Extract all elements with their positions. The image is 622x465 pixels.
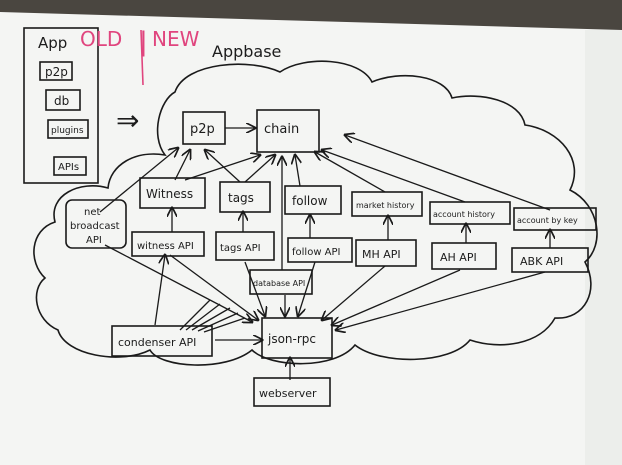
pink-divider: [140, 29, 144, 86]
node-tags-api-box: [215, 231, 275, 261]
node-condenser-api-label: condenser API: [118, 336, 196, 349]
node-net-broadcast-api-line1: net: [84, 207, 100, 218]
node-chain: chain: [256, 109, 320, 153]
node-condenser-api-box: [111, 325, 213, 357]
app-legend: App p2p db plugins APIs: [23, 27, 99, 184]
edges: [99, 128, 550, 380]
node-market-history-label: market history: [356, 201, 415, 210]
node-account-by-key-label: account by key: [517, 216, 578, 225]
node-json-rpc: json-rpc: [261, 317, 333, 359]
node-net-broadcast-api-box: [65, 199, 127, 249]
legend-db-box: [45, 89, 81, 111]
node-database-api: database API: [249, 269, 313, 295]
node-follow-box: [284, 185, 342, 215]
heading-new: NEW: [152, 27, 200, 51]
node-json-rpc-label: json-rpc: [267, 332, 316, 346]
node-ah-api: AH API: [431, 242, 497, 270]
node-p2p-label: p2p: [190, 122, 215, 137]
legend-p2p: p2p: [45, 65, 68, 79]
node-account-history-label: account history: [433, 210, 495, 219]
node-webserver-box: [253, 377, 331, 407]
legend-plugins-box: [47, 119, 89, 139]
node-mh-api-box: [355, 239, 417, 267]
node-tags-api: tags API: [215, 231, 275, 261]
node-witness: Witness: [139, 177, 206, 209]
node-net-broadcast-api: net broadcast API: [65, 199, 127, 249]
node-account-by-key: account by key: [513, 207, 597, 231]
node-follow-label: follow: [292, 194, 328, 208]
node-net-broadcast-api-line3: API: [86, 235, 102, 246]
transition-arrow: ⇒: [116, 104, 139, 137]
node-follow-api-box: [287, 237, 353, 263]
node-witness-label: Witness: [146, 187, 193, 201]
appbase-cloud: [33, 60, 598, 366]
node-condenser-api: condenser API: [111, 325, 213, 357]
legend-apis-box: [53, 156, 87, 176]
node-webserver: webserver: [253, 377, 331, 407]
node-market-history-box: [351, 191, 423, 217]
node-witness-box: [139, 177, 206, 209]
node-abk-api: ABK API: [511, 247, 589, 273]
legend-p2p-box: [39, 61, 73, 81]
node-p2p: p2p: [182, 111, 226, 145]
legend-apis: APIs: [58, 162, 79, 173]
node-chain-label: chain: [264, 122, 299, 137]
node-ah-api-box: [431, 242, 497, 270]
node-mh-api-label: MH API: [362, 248, 401, 261]
node-json-rpc-box: [261, 317, 333, 359]
node-tags-box: [219, 181, 271, 213]
node-follow-api: follow API: [287, 237, 353, 263]
node-chain-box: [256, 109, 320, 153]
node-tags: tags: [219, 181, 271, 213]
appbase-title: Appbase: [212, 42, 281, 61]
node-tags-label: tags: [228, 191, 254, 205]
heading-old: OLD: [80, 27, 122, 51]
node-ah-api-label: AH API: [440, 251, 477, 264]
node-witness-api-box: [131, 231, 205, 257]
node-witness-api-label: witness API: [137, 241, 194, 252]
node-webserver-label: webserver: [259, 387, 317, 400]
node-market-history: market history: [351, 191, 423, 217]
legend-db: db: [54, 94, 69, 108]
node-abk-api-label: ABK API: [520, 255, 563, 268]
node-follow: follow: [284, 185, 342, 215]
node-account-by-key-box: [513, 207, 597, 231]
node-mh-api: MH API: [355, 239, 417, 267]
node-account-history-box: [429, 201, 511, 225]
app-legend-frame: [23, 27, 99, 184]
node-database-api-box: [249, 269, 313, 295]
node-abk-api-box: [511, 247, 589, 273]
heading-separator: |: [139, 27, 148, 57]
node-database-api-label: database API: [253, 279, 305, 288]
node-net-broadcast-api-line2: broadcast: [70, 221, 120, 232]
node-p2p-box: [182, 111, 226, 145]
node-account-history: account history: [429, 201, 511, 225]
node-follow-api-label: follow API: [292, 247, 341, 258]
app-legend-title: App: [38, 34, 67, 52]
node-tags-api-label: tags API: [220, 243, 261, 254]
node-witness-api: witness API: [131, 231, 205, 257]
legend-plugins: plugins: [51, 126, 84, 136]
